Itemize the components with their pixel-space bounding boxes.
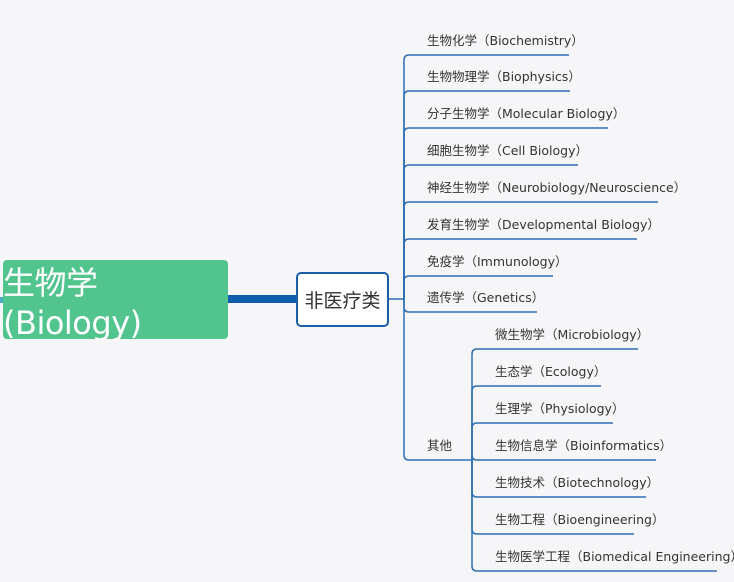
leaf-node[interactable]: 分子生物学（Molecular Biology）: [427, 106, 626, 121]
leaf-node[interactable]: 免疫学（Immunology）: [427, 254, 568, 269]
sub-branch-line: [471, 454, 656, 461]
category-node[interactable]: 非医疗类: [296, 272, 389, 327]
other-node[interactable]: 其他: [427, 438, 453, 453]
leaf-node[interactable]: 生物化学（Biochemistry）: [427, 33, 584, 48]
leaf-branch-line: [403, 127, 608, 299]
leaf-node[interactable]: 细胞生物学（Cell Biology）: [427, 143, 588, 158]
root-node[interactable]: 生物学(Biology): [3, 260, 228, 342]
leaf-node[interactable]: 神经生物学（Neurobiology/Neuroscience）: [427, 180, 687, 195]
leaf-branch-line: [403, 90, 570, 299]
leaf-branch-line: [403, 201, 658, 299]
leaf-branch-line: [403, 164, 578, 299]
leaf-branch-line: [403, 54, 569, 299]
sub-leaf-node[interactable]: 生态学（Ecology）: [495, 364, 607, 379]
leaf-node[interactable]: 生物物理学（Biophysics）: [427, 69, 581, 84]
sub-leaf-node[interactable]: 微生物学（Microbiology）: [495, 327, 650, 342]
leaf-node[interactable]: 发育生物学（Developmental Biology）: [427, 217, 660, 232]
sub-leaf-node[interactable]: 生物信息学（Bioinformatics）: [495, 438, 673, 453]
sub-leaf-node[interactable]: 生物医学工程（Biomedical Engineering）: [495, 549, 734, 564]
sub-branch-line: [471, 348, 638, 460]
other-branch-line: [403, 299, 472, 461]
sub-branch-line: [471, 385, 601, 460]
leaf-branch-line: [403, 238, 637, 299]
leaf-node[interactable]: 遗传学（Genetics）: [427, 290, 545, 305]
sub-branch-line: [471, 422, 613, 460]
sub-leaf-node[interactable]: 生理学（Physiology）: [495, 401, 625, 416]
sub-leaf-node[interactable]: 生物技术（Biotechnology）: [495, 475, 660, 490]
sub-leaf-node[interactable]: 生物工程（Bioengineering）: [495, 512, 665, 527]
leaf-branch-line: [403, 275, 553, 299]
sub-branch-line: [471, 460, 717, 572]
